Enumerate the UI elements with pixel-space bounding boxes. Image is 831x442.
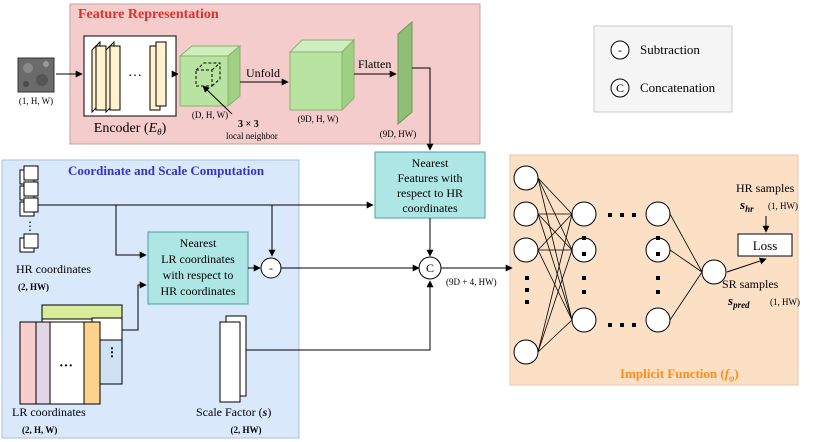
- network-edge: [537, 249, 573, 321]
- subtraction-symbol-text: -: [618, 43, 622, 57]
- s-hr-symbol: s: [739, 197, 745, 212]
- input-layer-node: [513, 165, 539, 191]
- concat-shape: (9D + 4, HW): [446, 277, 497, 287]
- s-pred-symbol: s: [727, 293, 733, 308]
- hidden-layer-node: [571, 201, 597, 227]
- encoder-label: Encoder (Eθ): [94, 121, 167, 137]
- lr-stack-vertical-dots: ⋮: [106, 345, 118, 359]
- hr-coordinates-stack: [19, 165, 39, 253]
- encoder-dots: ···: [128, 69, 142, 84]
- unfolded-shape: (9D, H, W): [298, 114, 339, 124]
- coord-panel-title: Coordinate and Scale Computation: [68, 163, 265, 178]
- nearest-features-line-3: respect to HR: [397, 186, 463, 200]
- network-edge: [669, 249, 703, 273]
- concatenation-symbol: [610, 78, 630, 98]
- subtraction-node-text: -: [269, 261, 273, 275]
- network-connections: [537, 177, 703, 353]
- nearest-lr-line-3: with respect to: [163, 268, 234, 282]
- input-layer-node: [513, 237, 539, 263]
- s-hr-label: shr: [739, 197, 754, 214]
- network-edge: [537, 177, 573, 321]
- lr-stack-dots: ···: [59, 359, 73, 374]
- output-node: [701, 259, 727, 285]
- network-edge: [537, 213, 573, 321]
- nearest-features-line-1: Nearest: [412, 156, 449, 170]
- hr-samples-shape: (1, HW): [768, 201, 798, 211]
- nearest-lr-line-1: Nearest: [180, 236, 217, 250]
- nearest-lr-box: [147, 231, 249, 305]
- input-layer-node: [513, 339, 539, 365]
- network-edge: [537, 249, 573, 353]
- neighbor-label: local neighbor: [226, 131, 278, 141]
- network-edge: [537, 177, 573, 215]
- network-edge: [537, 213, 573, 251]
- s-pred-label: spred: [727, 293, 750, 310]
- flatten-label: Flatten: [358, 57, 391, 71]
- network-edge: [537, 213, 573, 353]
- hidden-layer-node: [571, 307, 597, 333]
- input-shape: (1, H, W): [19, 96, 53, 106]
- input-image: [17, 57, 55, 93]
- legend-box: [593, 25, 733, 113]
- network-edge: [669, 213, 703, 273]
- legend-subtraction: Subtraction: [640, 42, 700, 57]
- loss-box: [737, 233, 793, 257]
- lr-coordinates-label: LR coordinates: [12, 405, 86, 419]
- hr-stack-dots: ⋮: [24, 219, 36, 233]
- scale-factor-shape: (2, HW): [231, 425, 262, 435]
- nearest-lr-line-4: HR coordinates: [161, 284, 236, 298]
- loss-label: Loss: [753, 238, 778, 253]
- nearest-features-line-4: coordinates: [402, 201, 458, 215]
- hidden-layer-node: [645, 237, 671, 263]
- s-pred-subscript: pred: [732, 300, 750, 310]
- hr-coordinates-shape: (2, HW): [18, 282, 49, 292]
- flat-shape: (9D, HW): [380, 129, 417, 139]
- network-edge: [669, 271, 703, 321]
- lr-coordinates-stack: [19, 304, 123, 405]
- unfold-label: Unfold: [246, 66, 280, 80]
- hr-coordinates-label: HR coordinates: [16, 262, 91, 276]
- network-edge: [537, 319, 573, 353]
- encoder-block: [83, 35, 177, 117]
- feature-shape: (D, H, W): [192, 110, 228, 120]
- input-layer-node: [513, 201, 539, 227]
- s-hr-subscript: hr: [745, 204, 754, 214]
- hidden-layer-node: [645, 307, 671, 333]
- concatenation-symbol-text: C: [616, 81, 624, 95]
- nearest-features-line-2: Features with: [398, 171, 463, 185]
- concatenation-node-text: C: [426, 261, 434, 275]
- flattened-features: [397, 20, 413, 126]
- subtraction-symbol: [610, 40, 630, 60]
- sr-samples-shape: (1, HW): [770, 297, 800, 307]
- network-nodes: [513, 165, 727, 365]
- sr-samples-label: SR samples: [722, 277, 779, 291]
- scale-factor-block: [219, 315, 247, 403]
- network-dots: [525, 213, 660, 327]
- feature-panel-title: Feature Representation: [78, 7, 219, 22]
- nearest-lr-line-2: LR coordinates: [161, 252, 235, 266]
- feature-cube: [178, 44, 242, 108]
- lr-coordinates-shape: (2, H, W): [22, 425, 57, 435]
- hidden-layer-node: [571, 237, 597, 263]
- unfolded-cube: [288, 38, 356, 112]
- hr-samples-label: HR samples: [736, 181, 795, 195]
- implicit-panel-title: Implicit Function (fφ): [620, 366, 739, 383]
- neighbor-size: 3 × 3: [238, 119, 259, 130]
- hidden-layer-node: [645, 201, 671, 227]
- legend-concatenation: Concatenation: [640, 80, 716, 95]
- scale-factor-label: Scale Factor (s): [196, 405, 271, 419]
